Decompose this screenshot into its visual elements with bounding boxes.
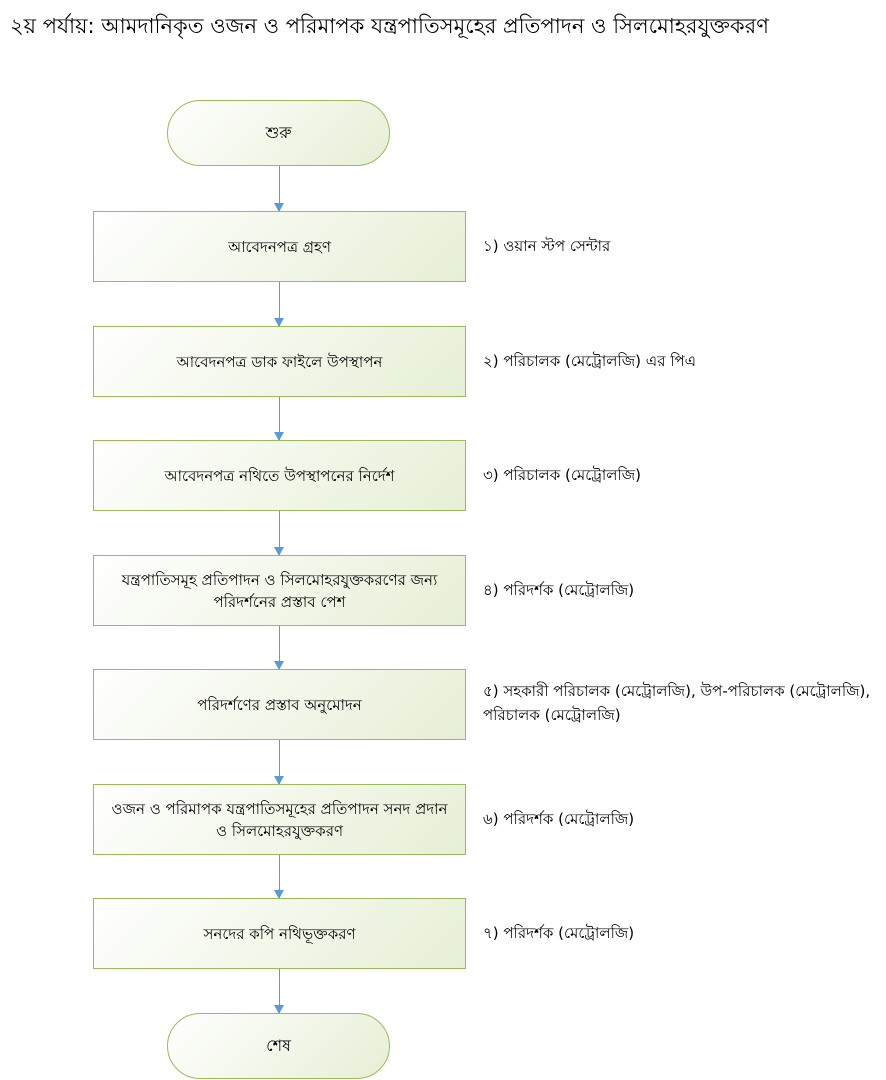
step-7-role: ৭) পরিদর্শক (মেট্রোলজি) (483, 924, 635, 942)
start-node: শুরু (167, 100, 390, 166)
arrow-connector (274, 511, 284, 556)
arrow-connector (274, 626, 284, 670)
step-2-box: আবেদনপত্র ডাক ফাইলে উপস্থাপন (93, 326, 466, 397)
arrow-connector (274, 397, 284, 441)
step-5-box: পরিদর্শণের প্রস্তাব অনুমোদন (93, 669, 466, 740)
step-6-role: ৬) পরিদর্শক (মেট্রোলজি) (483, 810, 635, 828)
step-2-role: ২) পরিচালক (মেট্রোলজি) এর পিএ (483, 352, 697, 370)
step-3-role: ৩) পরিচালক (মেট্রোলজি) (483, 466, 642, 484)
step-3-box: আবেদনপত্র নথিতে উপস্থাপনের নির্দেশ (93, 440, 466, 511)
step-7-box: সনদের কপি নথিভূক্তকরণ (93, 898, 466, 969)
arrow-connector (274, 282, 284, 327)
step-1-box: আবেদনপত্র গ্রহণ (93, 211, 466, 282)
arrow-connector (274, 740, 284, 785)
step-5-role: ৫) সহকারী পরিচালক (মেট্রোলজি), উপ-পরিচাল… (483, 682, 871, 724)
arrow-connector (274, 166, 284, 212)
arrow-connector (274, 855, 284, 899)
diagram-title: ২য় পর্যায়: আমদানিকৃত ওজন ও পরিমাপক যন্… (10, 14, 769, 38)
step-4-box: যন্ত্রপাতিসমূহ প্রতিপাদন ও সিলমোহরযুক্তক… (93, 555, 466, 626)
end-node: শেষ (167, 1013, 390, 1079)
step-4-role: ৪) পরিদর্শক (মেট্রোলজি) (483, 581, 635, 599)
step-1-role: ১) ওয়ান স্টপ সেন্টার (483, 237, 611, 255)
arrow-connector (274, 969, 284, 1014)
step-6-box: ওজন ও পরিমাপক যন্ত্রপাতিসমূহের প্রতিপাদন… (93, 784, 466, 855)
